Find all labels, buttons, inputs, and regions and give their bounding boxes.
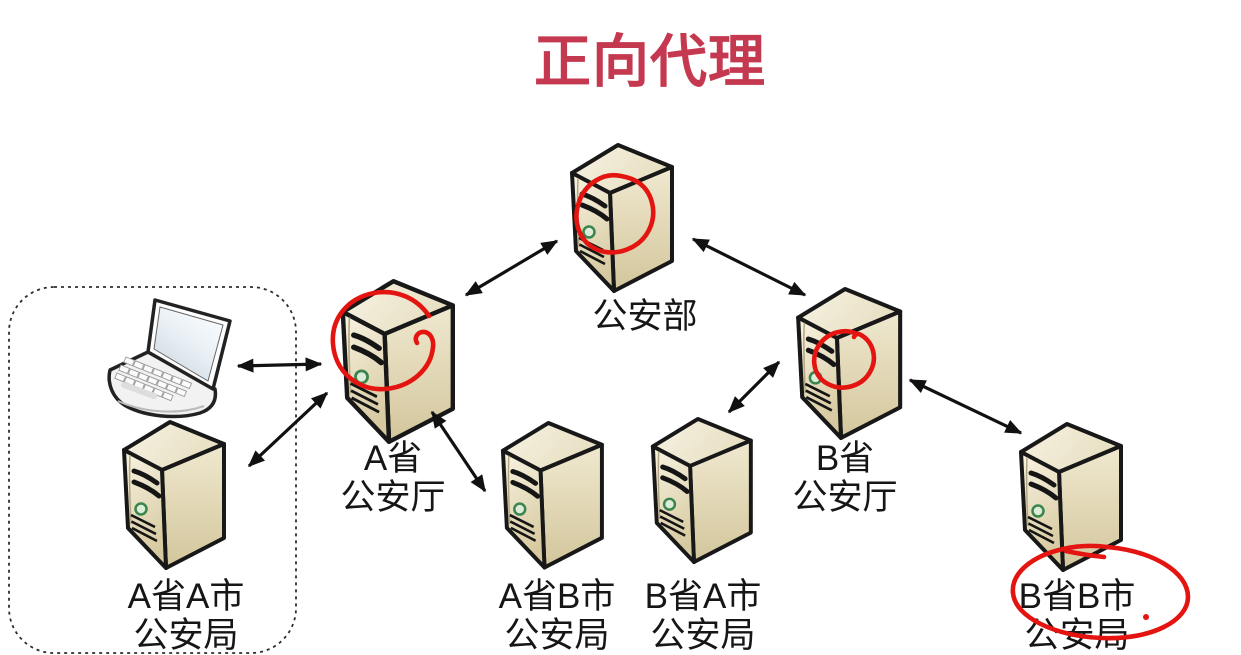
red-dot-annotation — [1143, 614, 1149, 620]
arrow-city-aa-province-a — [247, 391, 329, 468]
server-icon-province-b — [798, 289, 900, 438]
server-icon-ministry — [572, 145, 672, 291]
label-ministry: 公安部 — [592, 297, 697, 336]
red-pen-annotations — [330, 172, 1191, 641]
page-title: 正向代理 — [534, 30, 766, 94]
label-line: B省B市 — [1018, 577, 1136, 616]
label-line: B省 — [815, 439, 875, 478]
label-province-b: B省 公安厅 — [792, 439, 897, 517]
label-line: 公安部 — [592, 297, 698, 336]
label-line: B省A市 — [644, 577, 762, 616]
server-icon-city-bb — [1021, 424, 1121, 570]
label-line: 公安局 — [504, 616, 610, 655]
red-circle-annotation-ministry — [574, 172, 656, 255]
label-line: 公安局 — [133, 616, 239, 655]
label-city-ab: A省B市 公安局 — [499, 577, 616, 655]
label-line: A省B市 — [498, 577, 616, 616]
label-line: 公安局 — [1024, 616, 1130, 655]
label-city-bb: B省B市 公安局 — [1019, 577, 1136, 655]
server-icon-city-ab — [503, 423, 602, 568]
label-province-a: A省 公安厅 — [340, 439, 445, 517]
label-city-aa: A省A市 公安局 — [128, 577, 245, 655]
arrow-client-province-a — [236, 357, 323, 373]
arrow-province-b-city-ba — [727, 360, 781, 414]
arrow-province-b-city-bb — [908, 378, 1023, 435]
red-circle-annotation-province-b — [811, 329, 877, 390]
server-icon-province-a — [343, 281, 453, 442]
label-line: 公安局 — [650, 616, 756, 655]
server-icon-city-aa — [124, 422, 224, 568]
red-stroke-city-bb — [1063, 548, 1107, 560]
arrow-ministry-province-b — [691, 237, 807, 297]
label-line: A省A市 — [127, 577, 245, 616]
server-icon-city-ba — [653, 419, 751, 562]
label-line: 公安厅 — [792, 478, 898, 517]
arrow-province-a-ministry — [464, 239, 559, 297]
laptop-icon — [109, 300, 230, 417]
red-circle-annotation-province-a — [330, 289, 436, 392]
label-line: 公安厅 — [340, 478, 446, 517]
label-city-ba: B省A市 公安局 — [645, 577, 762, 655]
label-line: A省 — [363, 439, 423, 478]
